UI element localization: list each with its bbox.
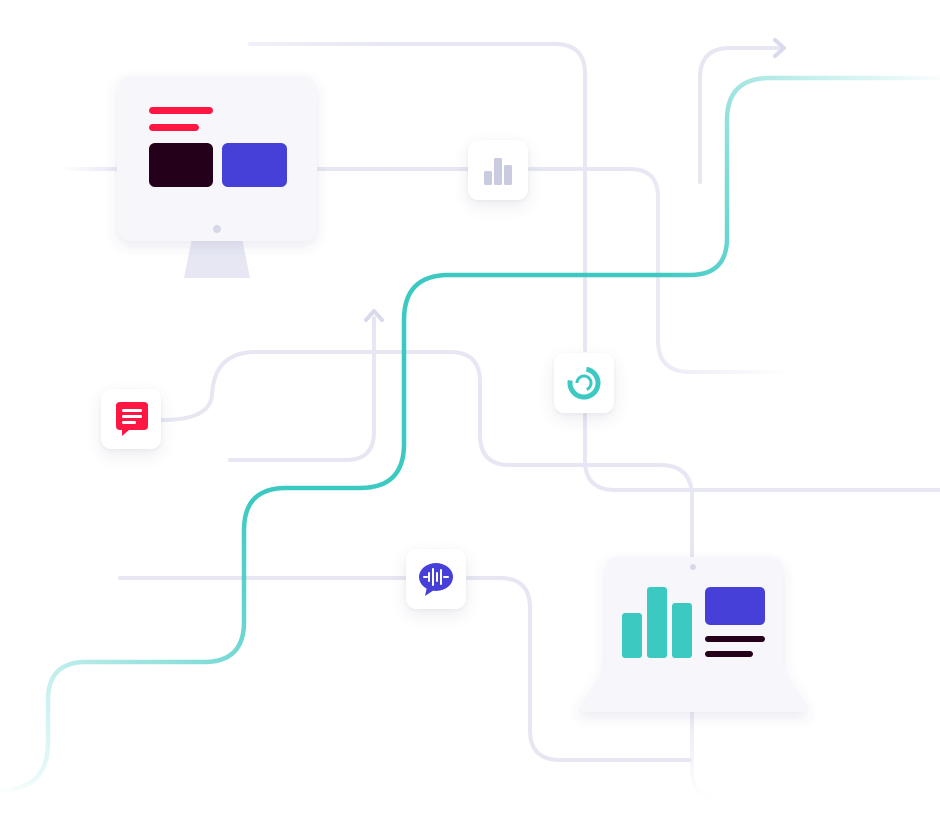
laptop-text-line-2 xyxy=(705,651,753,657)
laptop-bar-1 xyxy=(622,613,642,658)
voice-message-icon xyxy=(419,563,453,596)
monitor-subheading-line xyxy=(149,124,199,131)
laptop-camera-dot xyxy=(690,564,696,570)
monitor-stand xyxy=(184,238,250,278)
monitor-indigo-block xyxy=(222,143,287,187)
connector-chart-right xyxy=(528,167,792,374)
message-tile xyxy=(101,389,161,449)
connector-arrow-right xyxy=(698,46,782,184)
teal-flow-line xyxy=(0,75,940,793)
monitor-screen xyxy=(117,76,317,241)
progress-tile xyxy=(554,353,614,413)
connector-vertical-center xyxy=(583,413,940,492)
connector-lines xyxy=(58,42,940,800)
monitor-dark-block xyxy=(149,143,213,187)
laptop-text-line-1 xyxy=(705,636,765,642)
connector-voice-right xyxy=(466,576,692,762)
connector-arrow-up xyxy=(228,316,376,462)
monitor-heading-line xyxy=(149,107,213,114)
bar-chart-tile xyxy=(468,140,528,200)
laptop-bar-2 xyxy=(647,587,667,658)
progress-ring-icon xyxy=(567,366,601,400)
arrowheads xyxy=(364,38,786,322)
message-icon xyxy=(116,402,148,436)
laptop-icon xyxy=(578,557,809,712)
monitor-power-dot xyxy=(213,225,221,233)
laptop-indigo-block xyxy=(705,587,765,625)
laptop-body xyxy=(578,557,809,712)
laptop-bar-3 xyxy=(672,603,692,658)
connector-laptop-down xyxy=(690,710,722,800)
voice-message-tile xyxy=(406,549,466,609)
bar-chart-icon xyxy=(484,158,512,185)
desktop-monitor-icon xyxy=(117,76,317,278)
arrow-up-head xyxy=(364,309,384,322)
connector-top xyxy=(248,42,587,352)
connector-message xyxy=(160,350,694,558)
arrow-right-head xyxy=(773,38,786,58)
